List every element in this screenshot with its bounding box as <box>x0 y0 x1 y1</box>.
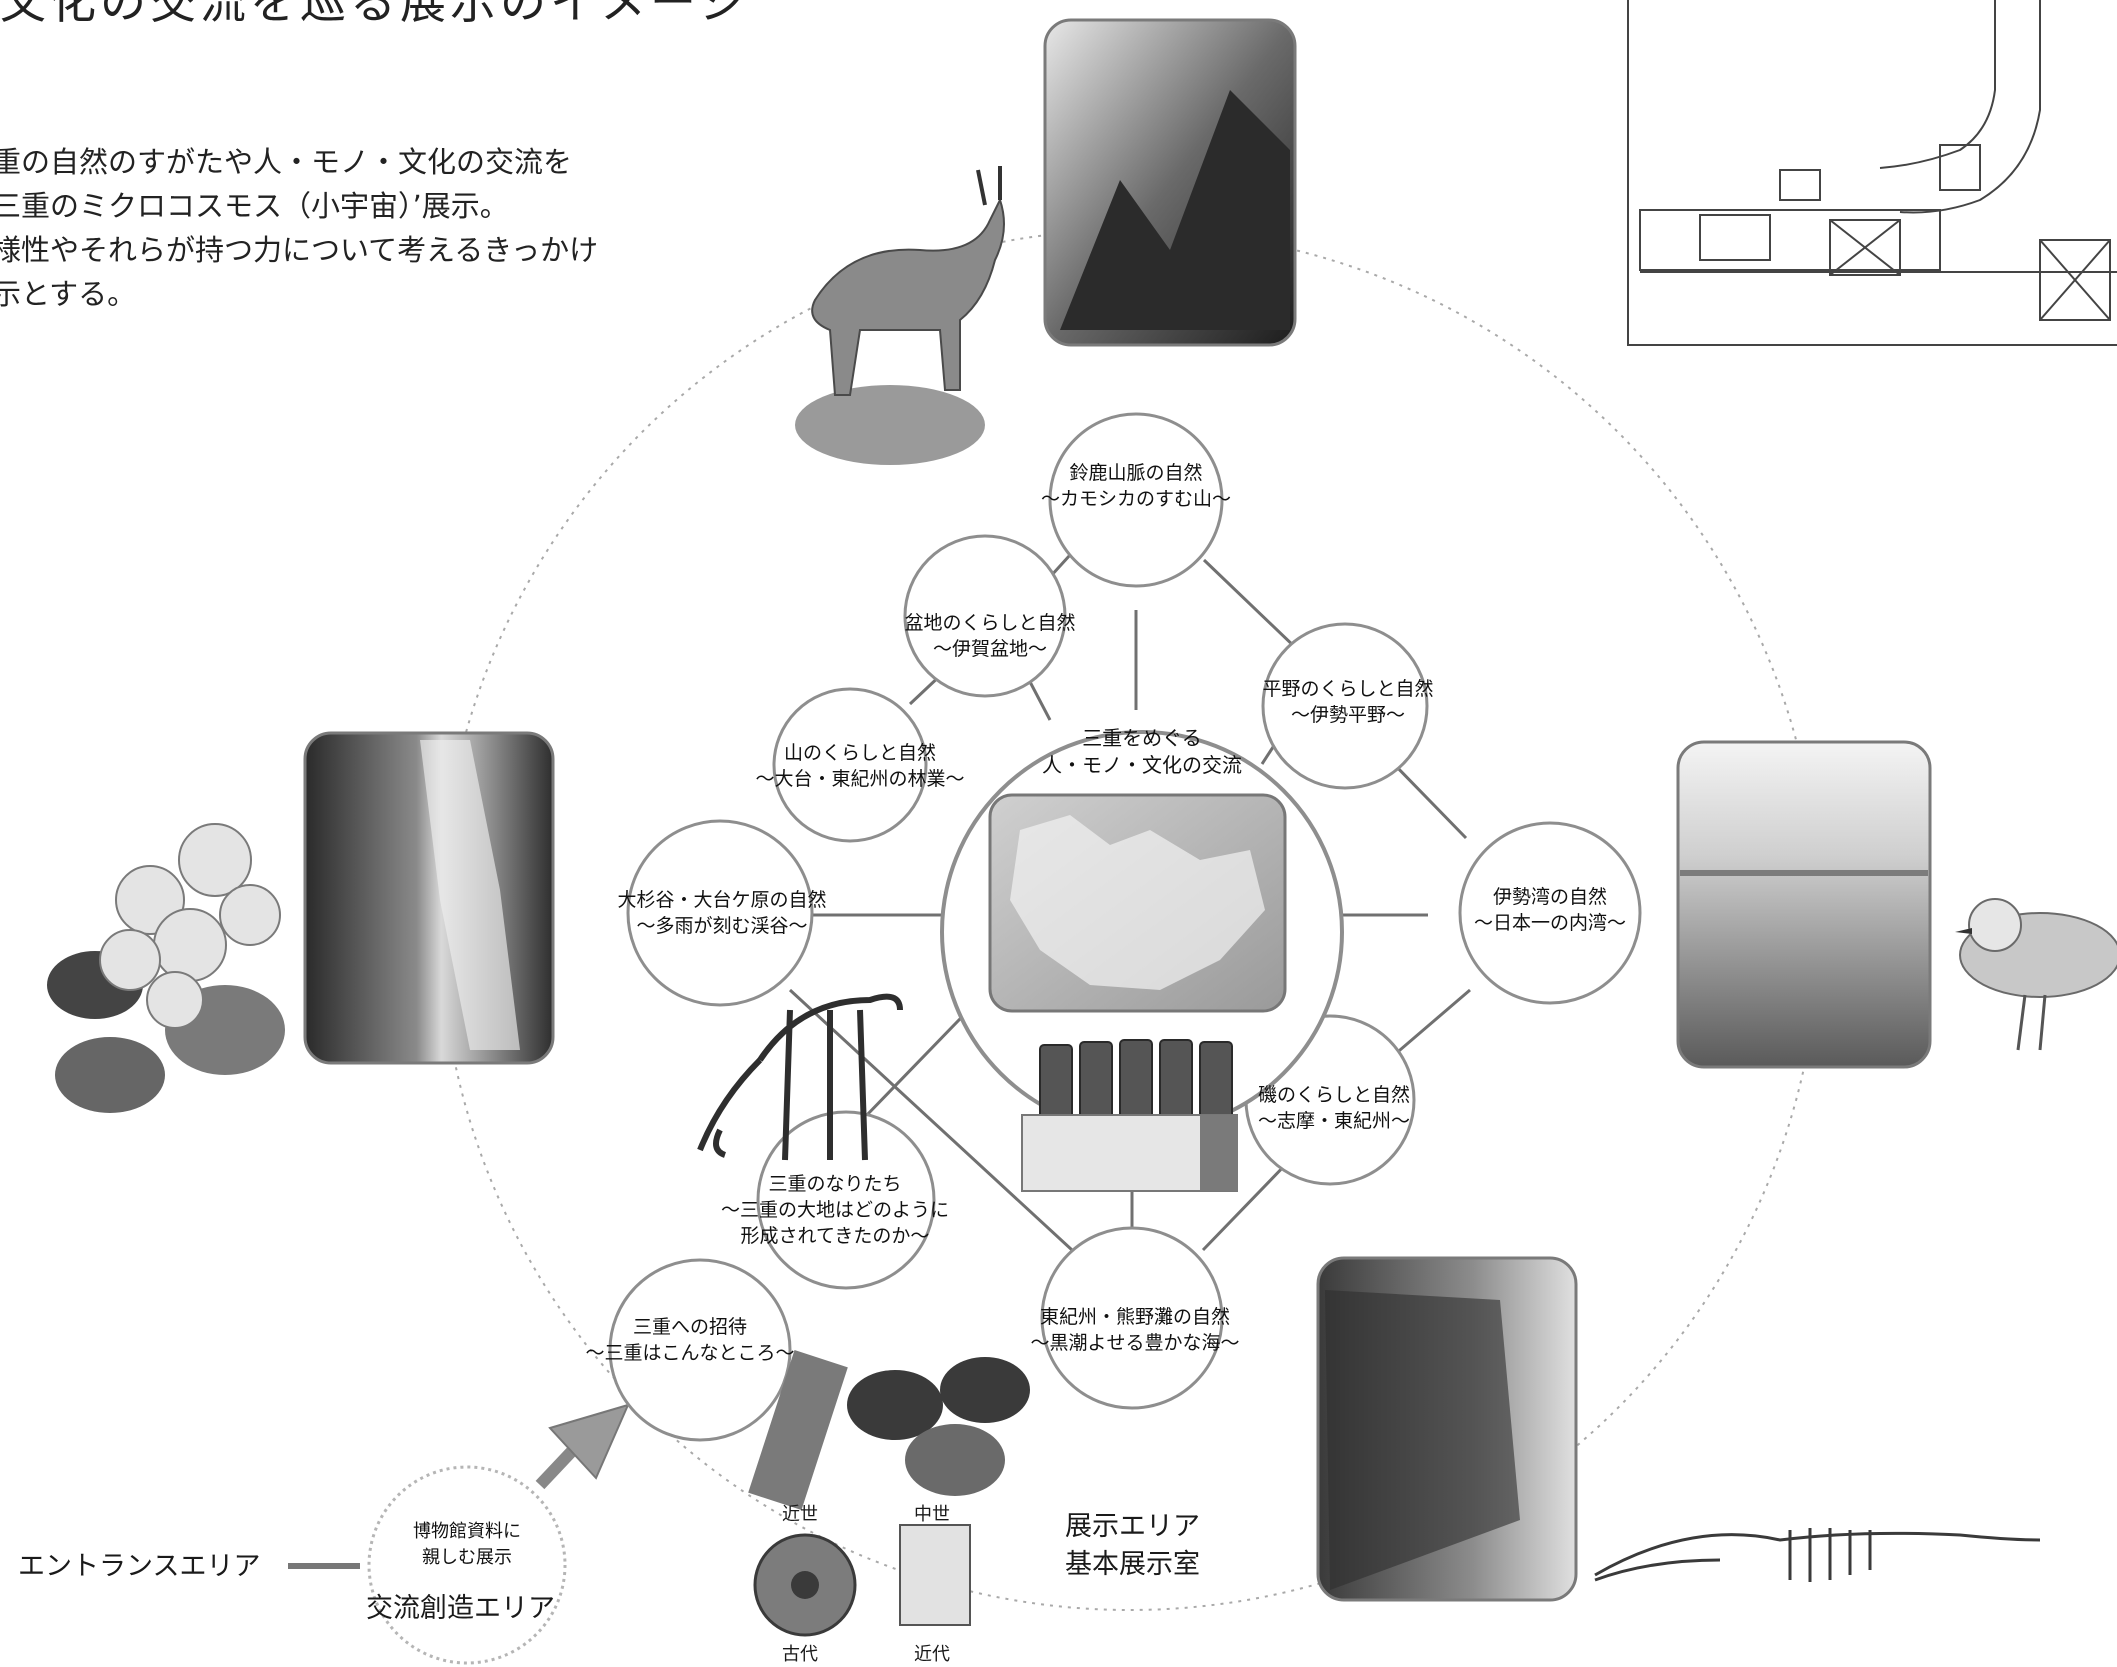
node-suzuka: 鈴鹿山脈の自然 〜カモシカのすむ山〜 <box>1041 460 1231 512</box>
node-heiya-title: 平野のくらしと自然 <box>1262 678 1434 700</box>
serow-specimen-image <box>795 166 1005 465</box>
node-naritachi-title: 三重のなりたち <box>768 1173 902 1195</box>
center-node-label: 三重をめぐる 人・モノ・文化の交流 <box>1042 725 1242 779</box>
entrance-area-label: エントランスエリア <box>18 1551 261 1582</box>
node-kumano: 東紀州・熊野灘の自然 〜黒潮よせる豊かな海〜 <box>1030 1304 1239 1356</box>
node-suzuka-subtitle: 〜カモシカのすむ山〜 <box>1040 488 1232 510</box>
node-bonchi-title: 盆地のくらしと自然 <box>904 612 1076 634</box>
exhibit-area-line-2: 基本展示室 <box>1065 1549 1200 1580</box>
exhibit-area-line-1: 展示エリア <box>1065 1511 1200 1542</box>
whale-skeleton-image <box>1594 1528 2041 1582</box>
node-yama-subtitle: 〜大台・東紀州の林業〜 <box>755 768 965 790</box>
signboard-document-image <box>899 1524 971 1626</box>
photo-kumano-cliff <box>1316 1256 1578 1602</box>
node-shotai-subtitle: 〜三重はこんなところ〜 <box>585 1342 795 1364</box>
node-yama: 山のくらしと自然 〜大台・東紀州の林業〜 <box>755 740 964 792</box>
node-shiryo-line-2: 親しむ展示 <box>422 1547 512 1568</box>
node-isewan-subtitle: 〜日本一の内湾〜 <box>1473 912 1627 934</box>
plover-bird-image <box>1955 898 2117 1051</box>
node-shiryo-line-1: 博物館資料に <box>413 1521 521 1542</box>
intro-line-3: 様性やそれらが持つ力について考えるきっかけ <box>0 233 599 267</box>
node-heiya: 平野のくらしと自然 〜伊勢平野〜 <box>1262 676 1433 728</box>
caption-kinsei-top: 近世 <box>782 1504 818 1525</box>
node-bonchi: 盆地のくらしと自然 〜伊賀盆地〜 <box>904 610 1075 662</box>
node-shotai: 三重への招待 〜三重はこんなところ〜 <box>585 1314 794 1366</box>
node-osugi-title: 大杉谷・大台ケ原の自然 <box>617 889 827 911</box>
node-shiryo: 博物館資料に 親しむ展示 <box>413 1519 521 1571</box>
caption-chusei: 中世 <box>914 1504 950 1525</box>
node-suzuka-title: 鈴鹿山脈の自然 <box>1069 462 1203 484</box>
center-line-1: 三重をめぐる <box>1082 726 1202 750</box>
pottery-bowls-image <box>847 1357 1030 1496</box>
node-kumano-subtitle: 〜黒潮よせる豊かな海〜 <box>1030 1332 1240 1354</box>
node-kumano-title: 東紀州・熊野灘の自然 <box>1039 1306 1231 1328</box>
photo-suzuka-mountain <box>1043 18 1297 347</box>
intro-line-2: 三重のミクロコスモス（小宇宙）’展示。 <box>0 189 509 223</box>
node-shotai-title: 三重への招待 <box>632 1316 748 1338</box>
wooden-tag-image <box>748 1350 848 1510</box>
bronze-mirror-image <box>753 1533 857 1637</box>
page-title: 文化の交流を巡る展示のイメージ <box>0 0 750 29</box>
node-naritachi: 三重のなりたち 〜三重の大地はどのように 形成されてきたのか〜 <box>721 1171 949 1249</box>
caption-kindai: 近代 <box>914 1644 950 1665</box>
mammoth-skeleton-image <box>697 993 903 1161</box>
intro-line-1: 重の自然のすがたや人・モノ・文化の交流を <box>0 145 573 179</box>
exhibit-area-label: 展示エリア 基本展示室 <box>1065 1508 1200 1584</box>
flower-plant-image <box>47 823 285 1113</box>
node-isewan-title: 伊勢湾の自然 <box>1492 886 1608 908</box>
center-line-2: 人・モノ・文化の交流 <box>1042 753 1242 777</box>
node-heiya-subtitle: 〜伊勢平野〜 <box>1290 704 1406 726</box>
node-naritachi-subtitle-2: 形成されてきたのか〜 <box>740 1225 930 1247</box>
node-osugi: 大杉谷・大台ケ原の自然 〜多雨が刻む渓谷〜 <box>617 887 826 939</box>
node-iso-title: 磯のくらしと自然 <box>1257 1084 1411 1106</box>
node-isewan: 伊勢湾の自然 〜日本一の内湾〜 <box>1474 884 1626 936</box>
arrow-head-icon <box>548 1403 630 1480</box>
node-iso: 磯のくらしと自然 〜志摩・東紀州〜 <box>1258 1082 1410 1134</box>
intro-text: 重の自然のすがたや人・モノ・文化の交流を 三重のミクロコスモス（小宇宙）’展示。… <box>0 140 598 316</box>
exchange-area-label: 交流創造エリア <box>366 1593 555 1624</box>
photo-isewan-wetland <box>1676 740 1932 1069</box>
caption-kodai: 古代 <box>782 1644 818 1665</box>
photo-osugi-gorge <box>303 731 555 1065</box>
node-bonchi-subtitle: 〜伊賀盆地〜 <box>932 638 1048 660</box>
node-yama-title: 山のくらしと自然 <box>783 742 937 764</box>
floor-plan-image <box>1627 0 2117 346</box>
node-iso-subtitle: 〜志摩・東紀州〜 <box>1257 1110 1411 1132</box>
intro-line-4: 示とする。 <box>0 277 137 311</box>
node-osugi-subtitle: 〜多雨が刻む渓谷〜 <box>636 915 808 937</box>
node-naritachi-subtitle: 〜三重の大地はどのように <box>720 1199 950 1221</box>
